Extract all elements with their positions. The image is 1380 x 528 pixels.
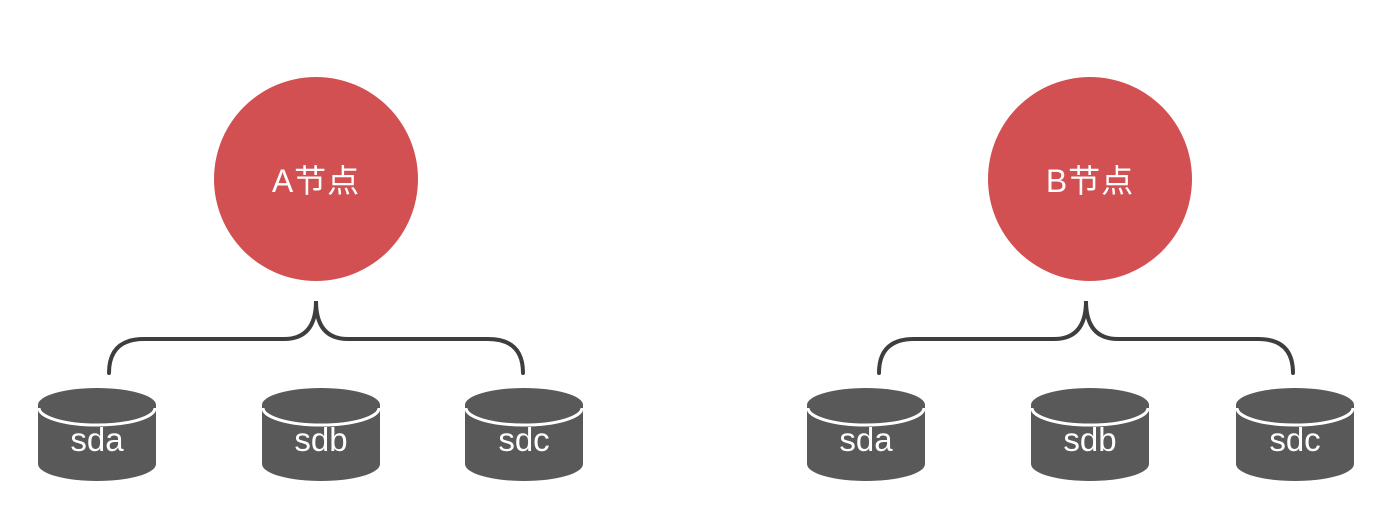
cylinder-lid-line <box>1235 407 1355 427</box>
cylinder-shape <box>1031 388 1149 481</box>
cylinder-lid-line <box>37 407 157 427</box>
cylinder-lid-line <box>1030 407 1150 427</box>
disk-b-sda: sda <box>806 387 926 482</box>
disk-a-sdb: sdb <box>261 387 381 482</box>
cylinder-icon <box>261 388 381 481</box>
cylinder-lid-line <box>464 407 584 427</box>
disk-label: sda <box>70 421 124 458</box>
cylinder-icon <box>464 388 584 481</box>
brace-connector-a <box>107 300 525 375</box>
disk-label: sda <box>839 421 893 458</box>
cylinder-icon <box>1030 388 1150 481</box>
cylinder-lid-line <box>261 407 381 427</box>
disk-label: sdc <box>1269 421 1321 458</box>
disk-label: sdb <box>294 421 348 458</box>
cylinder-shape <box>807 388 925 481</box>
brace-path <box>107 300 525 375</box>
disk-label: sdc <box>498 421 550 458</box>
disk-b-sdb: sdb <box>1030 387 1150 482</box>
cylinder-icon <box>37 388 157 481</box>
disk-label: sdb <box>1063 421 1117 458</box>
cylinder-shape <box>465 388 583 481</box>
node-circle-a: A节点 <box>214 77 418 281</box>
brace-path <box>877 300 1295 375</box>
cylinder-lid-line <box>806 407 926 427</box>
disk-b-sdc: sdc <box>1235 387 1355 482</box>
node-circle-b: B节点 <box>988 77 1192 281</box>
brace-connector-b <box>877 300 1295 375</box>
cylinder-shape <box>38 388 156 481</box>
node-b-label: B节点 <box>1045 163 1135 199</box>
cylinder-icon <box>806 388 926 481</box>
cylinder-shape <box>262 388 380 481</box>
disk-a-sdc: sdc <box>464 387 584 482</box>
cylinder-icon <box>1235 388 1355 481</box>
cylinder-shape <box>1236 388 1354 481</box>
disk-a-sda: sda <box>37 387 157 482</box>
node-a-label: A节点 <box>271 163 361 199</box>
